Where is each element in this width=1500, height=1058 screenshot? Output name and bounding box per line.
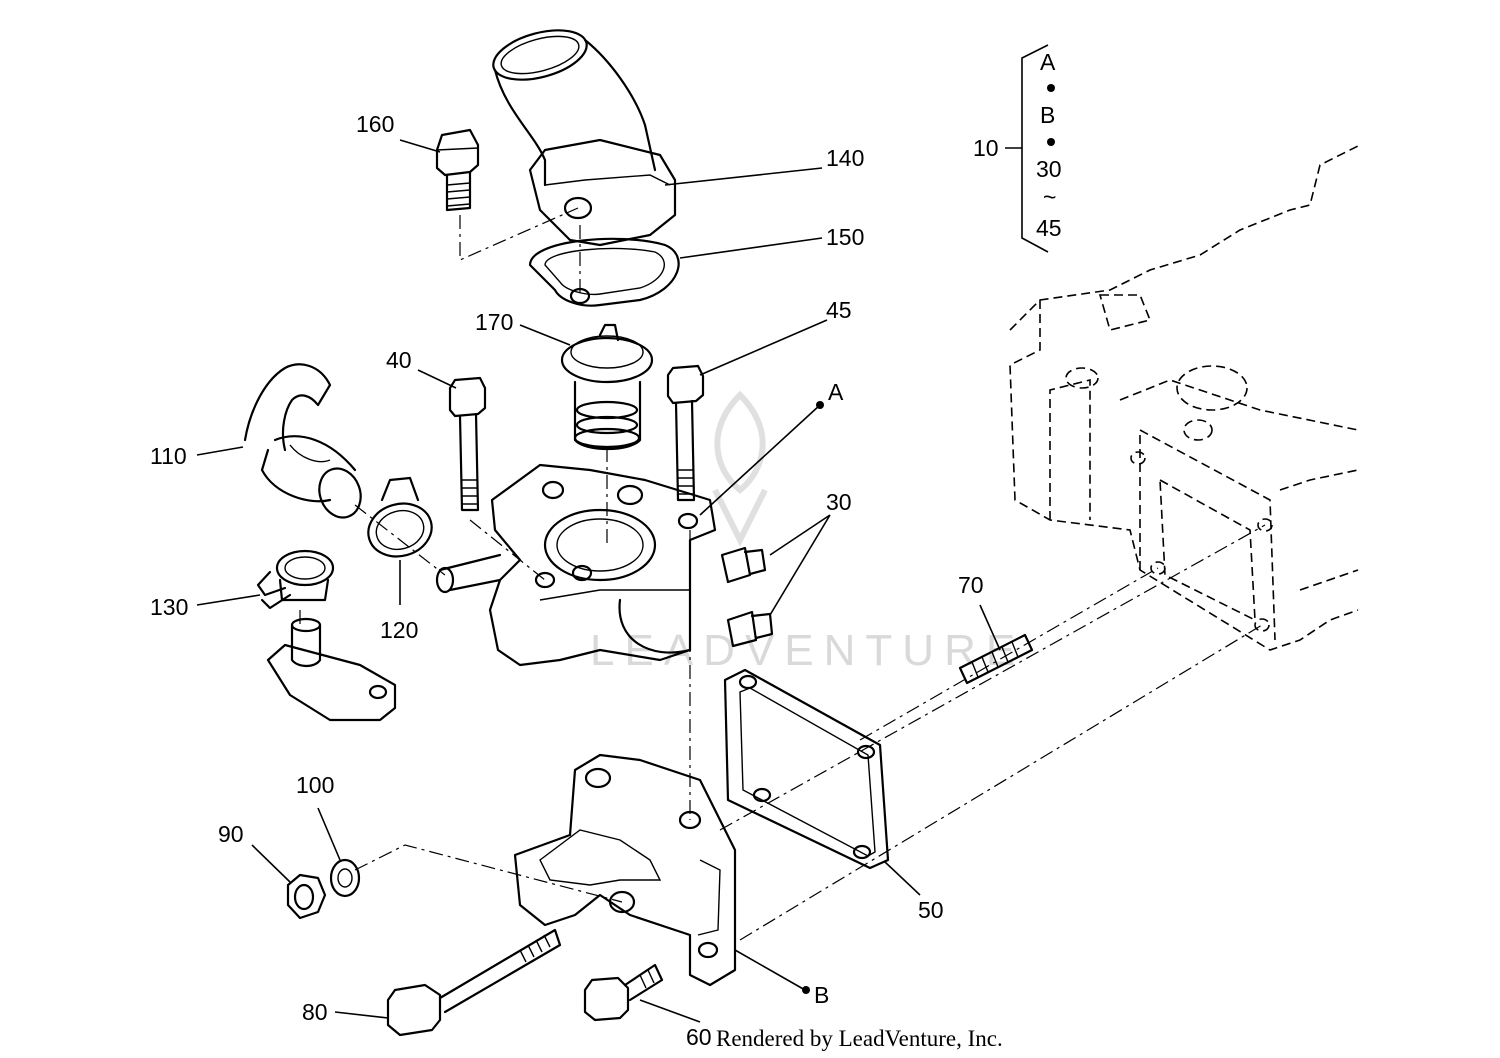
kit-legend-ref: 10	[973, 135, 999, 161]
leader-lines	[196, 139, 1001, 1023]
part-100-washer	[329, 858, 361, 898]
callout-60: 60	[686, 1024, 712, 1050]
ref-dot-b	[802, 986, 810, 994]
callout-80: 80	[302, 999, 328, 1025]
callout-30: 30	[826, 489, 852, 515]
callout-a: A	[828, 379, 844, 405]
engine-cylinder-head	[1009, 144, 1361, 651]
kit-legend-item-range: ~	[1043, 184, 1056, 210]
callout-labels: 160 140 150 170 45 40 110 A 30 130 120 7…	[150, 111, 984, 1050]
kit-legend-item-b: B	[1040, 102, 1055, 128]
part-140-water-outlet	[492, 29, 677, 247]
part-70-stud	[958, 633, 1034, 685]
callout-b: B	[814, 982, 829, 1008]
part-170-thermostat	[560, 323, 654, 450]
kit-legend-bracket	[1005, 44, 1049, 253]
part-90-nut	[286, 873, 327, 920]
part-80-bolt	[386, 928, 562, 1037]
part-30-plugs	[720, 546, 774, 648]
kit-legend-dot-1	[1047, 84, 1055, 92]
kit-legend-dot-2	[1047, 138, 1055, 146]
callout-120: 120	[380, 617, 418, 643]
callout-160: 160	[356, 111, 394, 137]
watermark: LEADVENTURE	[590, 390, 1025, 675]
flame-logo-icon	[712, 390, 768, 547]
kit-legend: 10 A B 30 ~ 45	[973, 44, 1062, 253]
callout-110: 110	[150, 443, 187, 469]
part-110-hose	[243, 363, 362, 519]
part-50-gasket	[723, 668, 890, 870]
part-60-bolt	[583, 963, 664, 1022]
part-45-bolt	[666, 364, 705, 502]
part-130-clamp	[256, 549, 335, 610]
water-flange-housing	[513, 753, 737, 987]
part-160-bolt	[435, 128, 480, 212]
callout-150: 150	[826, 224, 864, 250]
callout-130: 130	[150, 594, 188, 620]
kit-legend-item-30: 30	[1036, 156, 1062, 182]
part-40-bolt	[448, 376, 487, 512]
callout-70: 70	[958, 572, 984, 598]
callout-140: 140	[826, 145, 864, 171]
rendered-by-credit: Rendered by LeadVenture, Inc.	[716, 1026, 1003, 1051]
part-150-gasket	[528, 237, 680, 307]
callout-170: 170	[475, 309, 513, 335]
kit-legend-item-a: A	[1040, 49, 1056, 75]
alignment-lines	[299, 207, 1266, 941]
callout-90: 90	[218, 821, 244, 847]
watermark-text: LEADVENTURE	[590, 626, 1025, 675]
bypass-flange	[266, 617, 397, 722]
callout-50: 50	[918, 897, 944, 923]
part-120-clamp	[367, 476, 433, 558]
callout-100: 100	[296, 772, 334, 798]
callout-40: 40	[386, 347, 412, 373]
ref-dot-a	[816, 401, 824, 409]
callout-45: 45	[826, 297, 852, 323]
thermostat-housing	[435, 463, 717, 667]
kit-legend-item-45: 45	[1036, 215, 1062, 241]
